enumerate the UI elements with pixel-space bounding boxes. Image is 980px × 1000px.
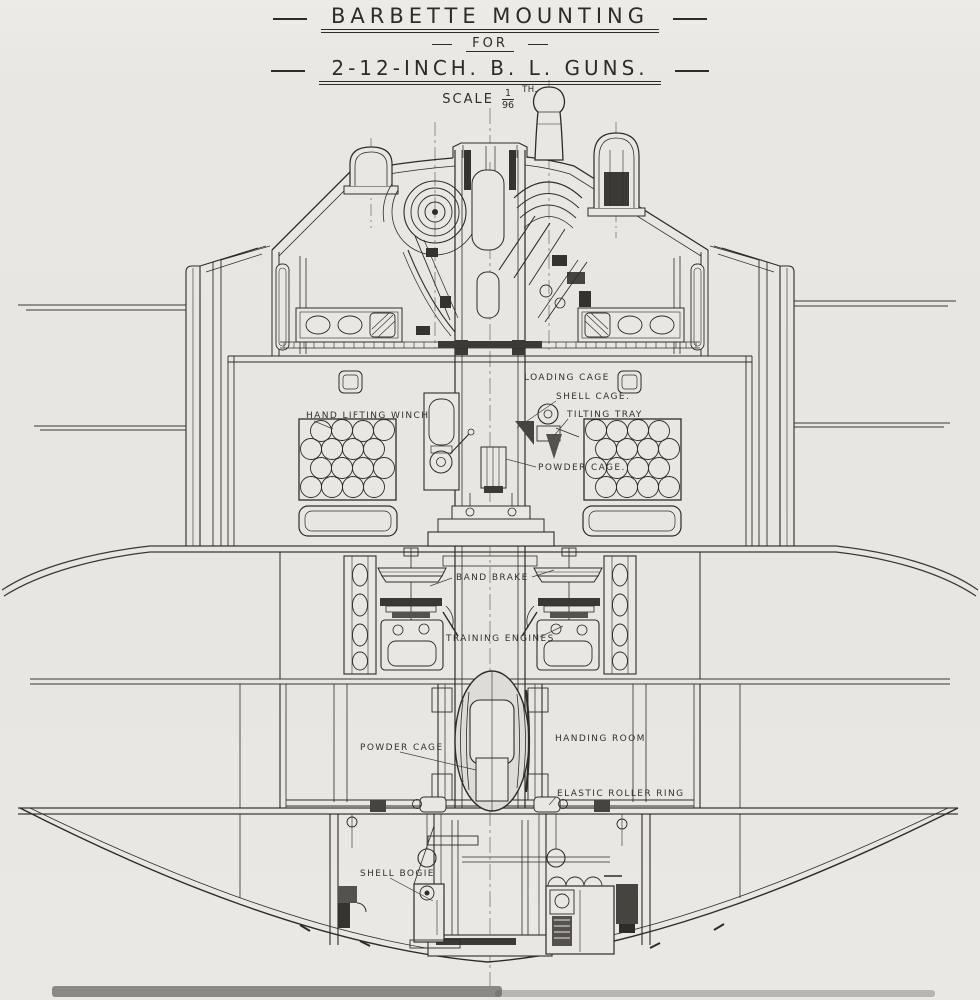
turret-side-right — [577, 249, 709, 357]
elastic-roller-left — [369, 796, 447, 813]
label-handing-room: HANDING ROOM — [555, 734, 646, 744]
label-tilting-tray: TILTING TRAY — [566, 410, 643, 420]
title-dash — [673, 17, 707, 20]
title-dash — [432, 43, 453, 45]
label-training-engines: TRAINING ENGINES — [445, 634, 555, 644]
working-chamber-left — [298, 370, 398, 537]
powder-hoist-trunk — [431, 670, 549, 812]
shell-room-walls-right — [641, 813, 741, 946]
left-gun-end-view — [382, 180, 479, 337]
label-loading-cage: LOADING CAGE — [524, 373, 610, 383]
title-block: BARBETTE MOUNTING FOR 2-12-INCH. B. L. G… — [0, 4, 980, 110]
turret-side-left — [271, 249, 403, 357]
scale-note: SCALE 1 96 TH. — [0, 85, 980, 111]
barbette-wall-right — [709, 245, 795, 547]
drawing-subtitle-guns: 2-12-INCH. B. L. GUNS. — [319, 56, 661, 85]
label-shell-bogie: SHELL BOGIE — [360, 869, 435, 879]
label-shell-cage: SHELL CAGE. — [556, 392, 630, 402]
right-gun-section — [498, 181, 591, 323]
label-powder-cage-upper: POWDER CAGE. — [538, 463, 626, 473]
drawing-title: BARBETTE MOUNTING — [321, 4, 659, 33]
left-cupola — [343, 146, 399, 195]
title-dash — [527, 43, 548, 45]
training-column-left — [343, 555, 377, 675]
training-column-right — [603, 555, 637, 675]
training-level — [279, 552, 701, 679]
right-shell-machine — [545, 814, 615, 955]
hand-winch-gear — [423, 392, 475, 491]
part-labels: LOADING CAGE SHELL CAGE. TILTING TRAY HA… — [306, 373, 684, 879]
drawing-subtitle-for: FOR — [466, 36, 514, 52]
scale-fraction: 1 96 — [501, 88, 515, 111]
scale-suffix: TH. — [522, 85, 538, 95]
left-wall-bracket — [338, 814, 367, 928]
right-wall-pump — [604, 814, 638, 933]
shell-hoist-casing — [413, 814, 610, 957]
label-elastic-roller-ring: ELASTIC ROLLER RING — [557, 789, 684, 799]
scale-word: SCALE — [442, 92, 494, 107]
shell-room-walls-left — [239, 813, 339, 946]
title-dash — [271, 69, 306, 72]
title-dash — [273, 17, 307, 20]
elastic-roller-right — [533, 796, 611, 813]
label-band-brake: BAND BRAKE — [456, 573, 529, 583]
label-powder-cage-lower: POWDER CAGE — [360, 743, 444, 753]
right-cupola — [587, 132, 646, 217]
powder-cage-upper-device — [480, 446, 507, 493]
shell-cage-group — [515, 403, 580, 459]
title-dash — [674, 69, 709, 72]
handing-room-walls-left — [239, 683, 348, 809]
leader-lines — [313, 400, 569, 902]
turntable-pedestal — [427, 493, 555, 547]
scan-shadow — [495, 990, 935, 997]
barbette-wall-left — [185, 245, 271, 547]
scan-shadow — [52, 986, 502, 997]
label-hand-lifting-winch: HAND LIFTING WINCH — [306, 411, 429, 421]
turntable-floor — [228, 341, 752, 363]
shell-bogie-device — [409, 814, 461, 949]
gun-barrel — [532, 86, 566, 161]
